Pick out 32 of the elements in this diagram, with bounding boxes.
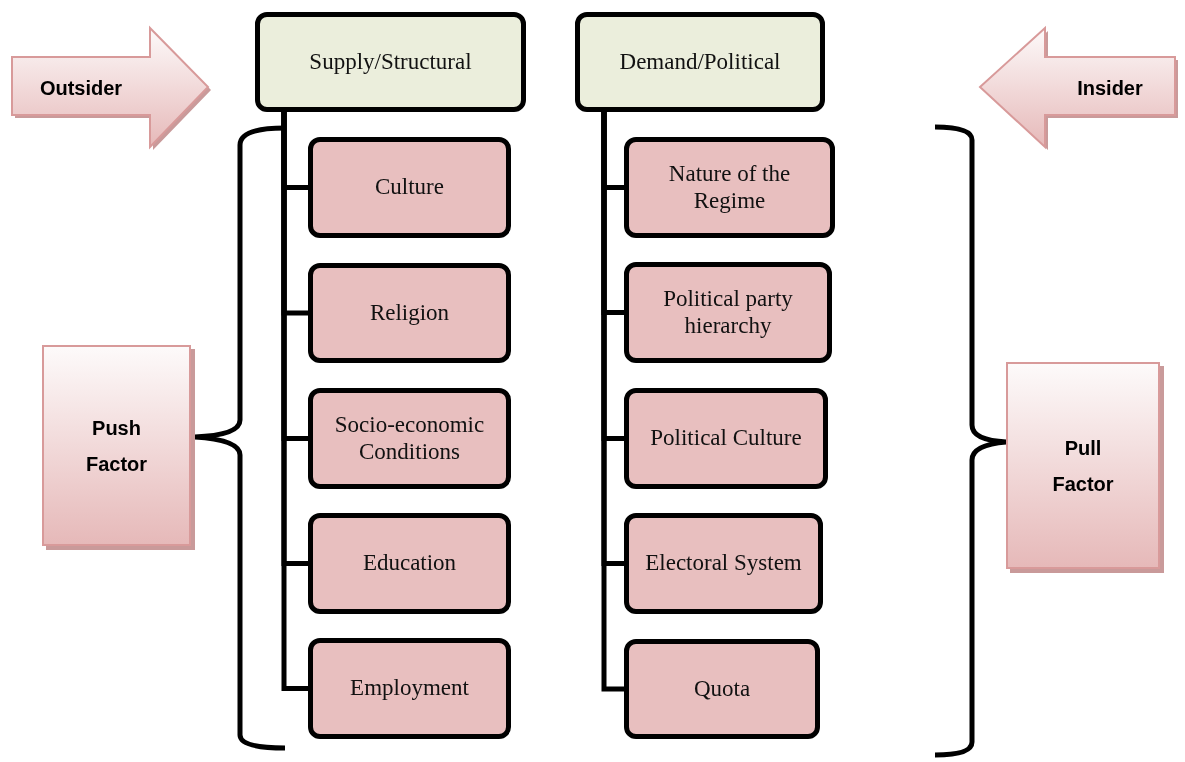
factor-box [624, 388, 828, 489]
connector-line [601, 112, 624, 692]
node-label: Pull Factor [1051, 435, 1115, 497]
factor-box [624, 262, 832, 363]
category-box [575, 12, 825, 112]
node-label: Employment [349, 675, 470, 702]
factor-box [624, 137, 835, 238]
factor-box [308, 388, 511, 489]
node-label: Nature of the Regime [667, 161, 792, 214]
factor-box [308, 638, 511, 739]
node-label: Quota [692, 675, 752, 703]
block-arrow [12, 28, 208, 147]
node-label: Religion [368, 299, 451, 327]
node-label: Political party hierarchy [662, 286, 794, 339]
factor-box [624, 513, 823, 614]
connector-line [281, 112, 308, 691]
node-label: Socio-economic Conditions [333, 412, 486, 465]
node-label: Outsider [38, 75, 124, 101]
factor-box [308, 513, 511, 614]
factor-box [308, 263, 511, 363]
node-label: Supply/Structural [308, 48, 473, 76]
node-label: Culture [374, 174, 445, 201]
factor-box [308, 137, 511, 238]
block-arrow [980, 28, 1175, 147]
node-label: Electoral System [644, 550, 803, 577]
factor-box [624, 639, 820, 739]
node-label: Insider [1076, 75, 1144, 101]
node-label: Push Factor [84, 415, 149, 477]
category-box [255, 12, 526, 112]
node-label: Political Culture [649, 425, 803, 452]
node-label: Demand/Political [618, 48, 782, 76]
node-label: Education [361, 550, 458, 577]
